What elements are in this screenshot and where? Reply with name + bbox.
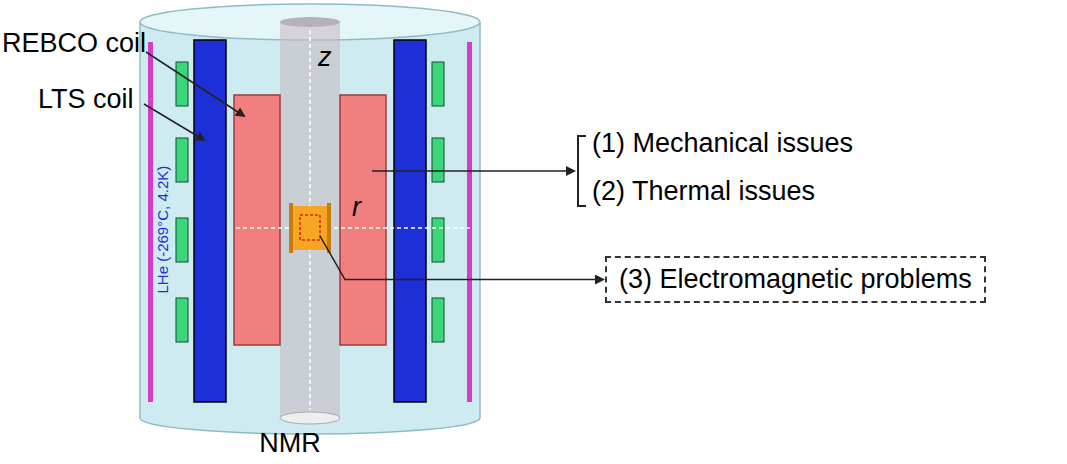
lts-coil xyxy=(394,40,426,402)
sample-holder xyxy=(327,203,331,253)
leader-arrow xyxy=(144,104,204,140)
figure-label: NMR xyxy=(259,428,321,459)
shim-coil xyxy=(176,298,188,342)
part-label: LTS coil xyxy=(38,84,134,115)
leader-arrow xyxy=(320,236,603,280)
shield xyxy=(148,42,153,402)
part-label: REBCO coil xyxy=(2,28,146,59)
shim-coil xyxy=(176,138,188,182)
issue-label: (2) Thermal issues xyxy=(592,176,815,207)
sample-holder xyxy=(289,203,293,253)
issue-label: (1) Mechanical issues xyxy=(592,128,853,159)
bore-bottom xyxy=(280,412,340,424)
leader-arrow xyxy=(146,52,244,116)
cryostat-edge xyxy=(479,22,481,418)
shim-coil xyxy=(432,138,444,182)
callout-text: (3) Electromagnetic problems xyxy=(619,264,972,295)
axis-label: r xyxy=(352,194,361,221)
r-axis xyxy=(236,227,470,229)
cryostat-edge xyxy=(139,22,141,418)
rebco-coil xyxy=(234,95,280,345)
leader-arrow xyxy=(372,170,574,172)
shield xyxy=(467,42,472,402)
bracket xyxy=(578,136,586,206)
shim-coil xyxy=(432,298,444,342)
shim-coil xyxy=(432,218,444,262)
callout-box: (3) Electromagnetic problems xyxy=(605,256,986,303)
axis-label: z xyxy=(318,44,332,71)
rebco-coil xyxy=(340,95,386,345)
sample-region xyxy=(300,215,320,240)
shim-coil xyxy=(432,62,444,106)
cryostat-body xyxy=(140,22,480,418)
shim-coil xyxy=(176,62,188,106)
shim-coil xyxy=(176,218,188,262)
bore xyxy=(280,22,340,418)
sample xyxy=(293,206,327,250)
bore-top xyxy=(280,17,340,27)
medium-label: LHe (-269°C, 4.2K) xyxy=(154,166,171,294)
